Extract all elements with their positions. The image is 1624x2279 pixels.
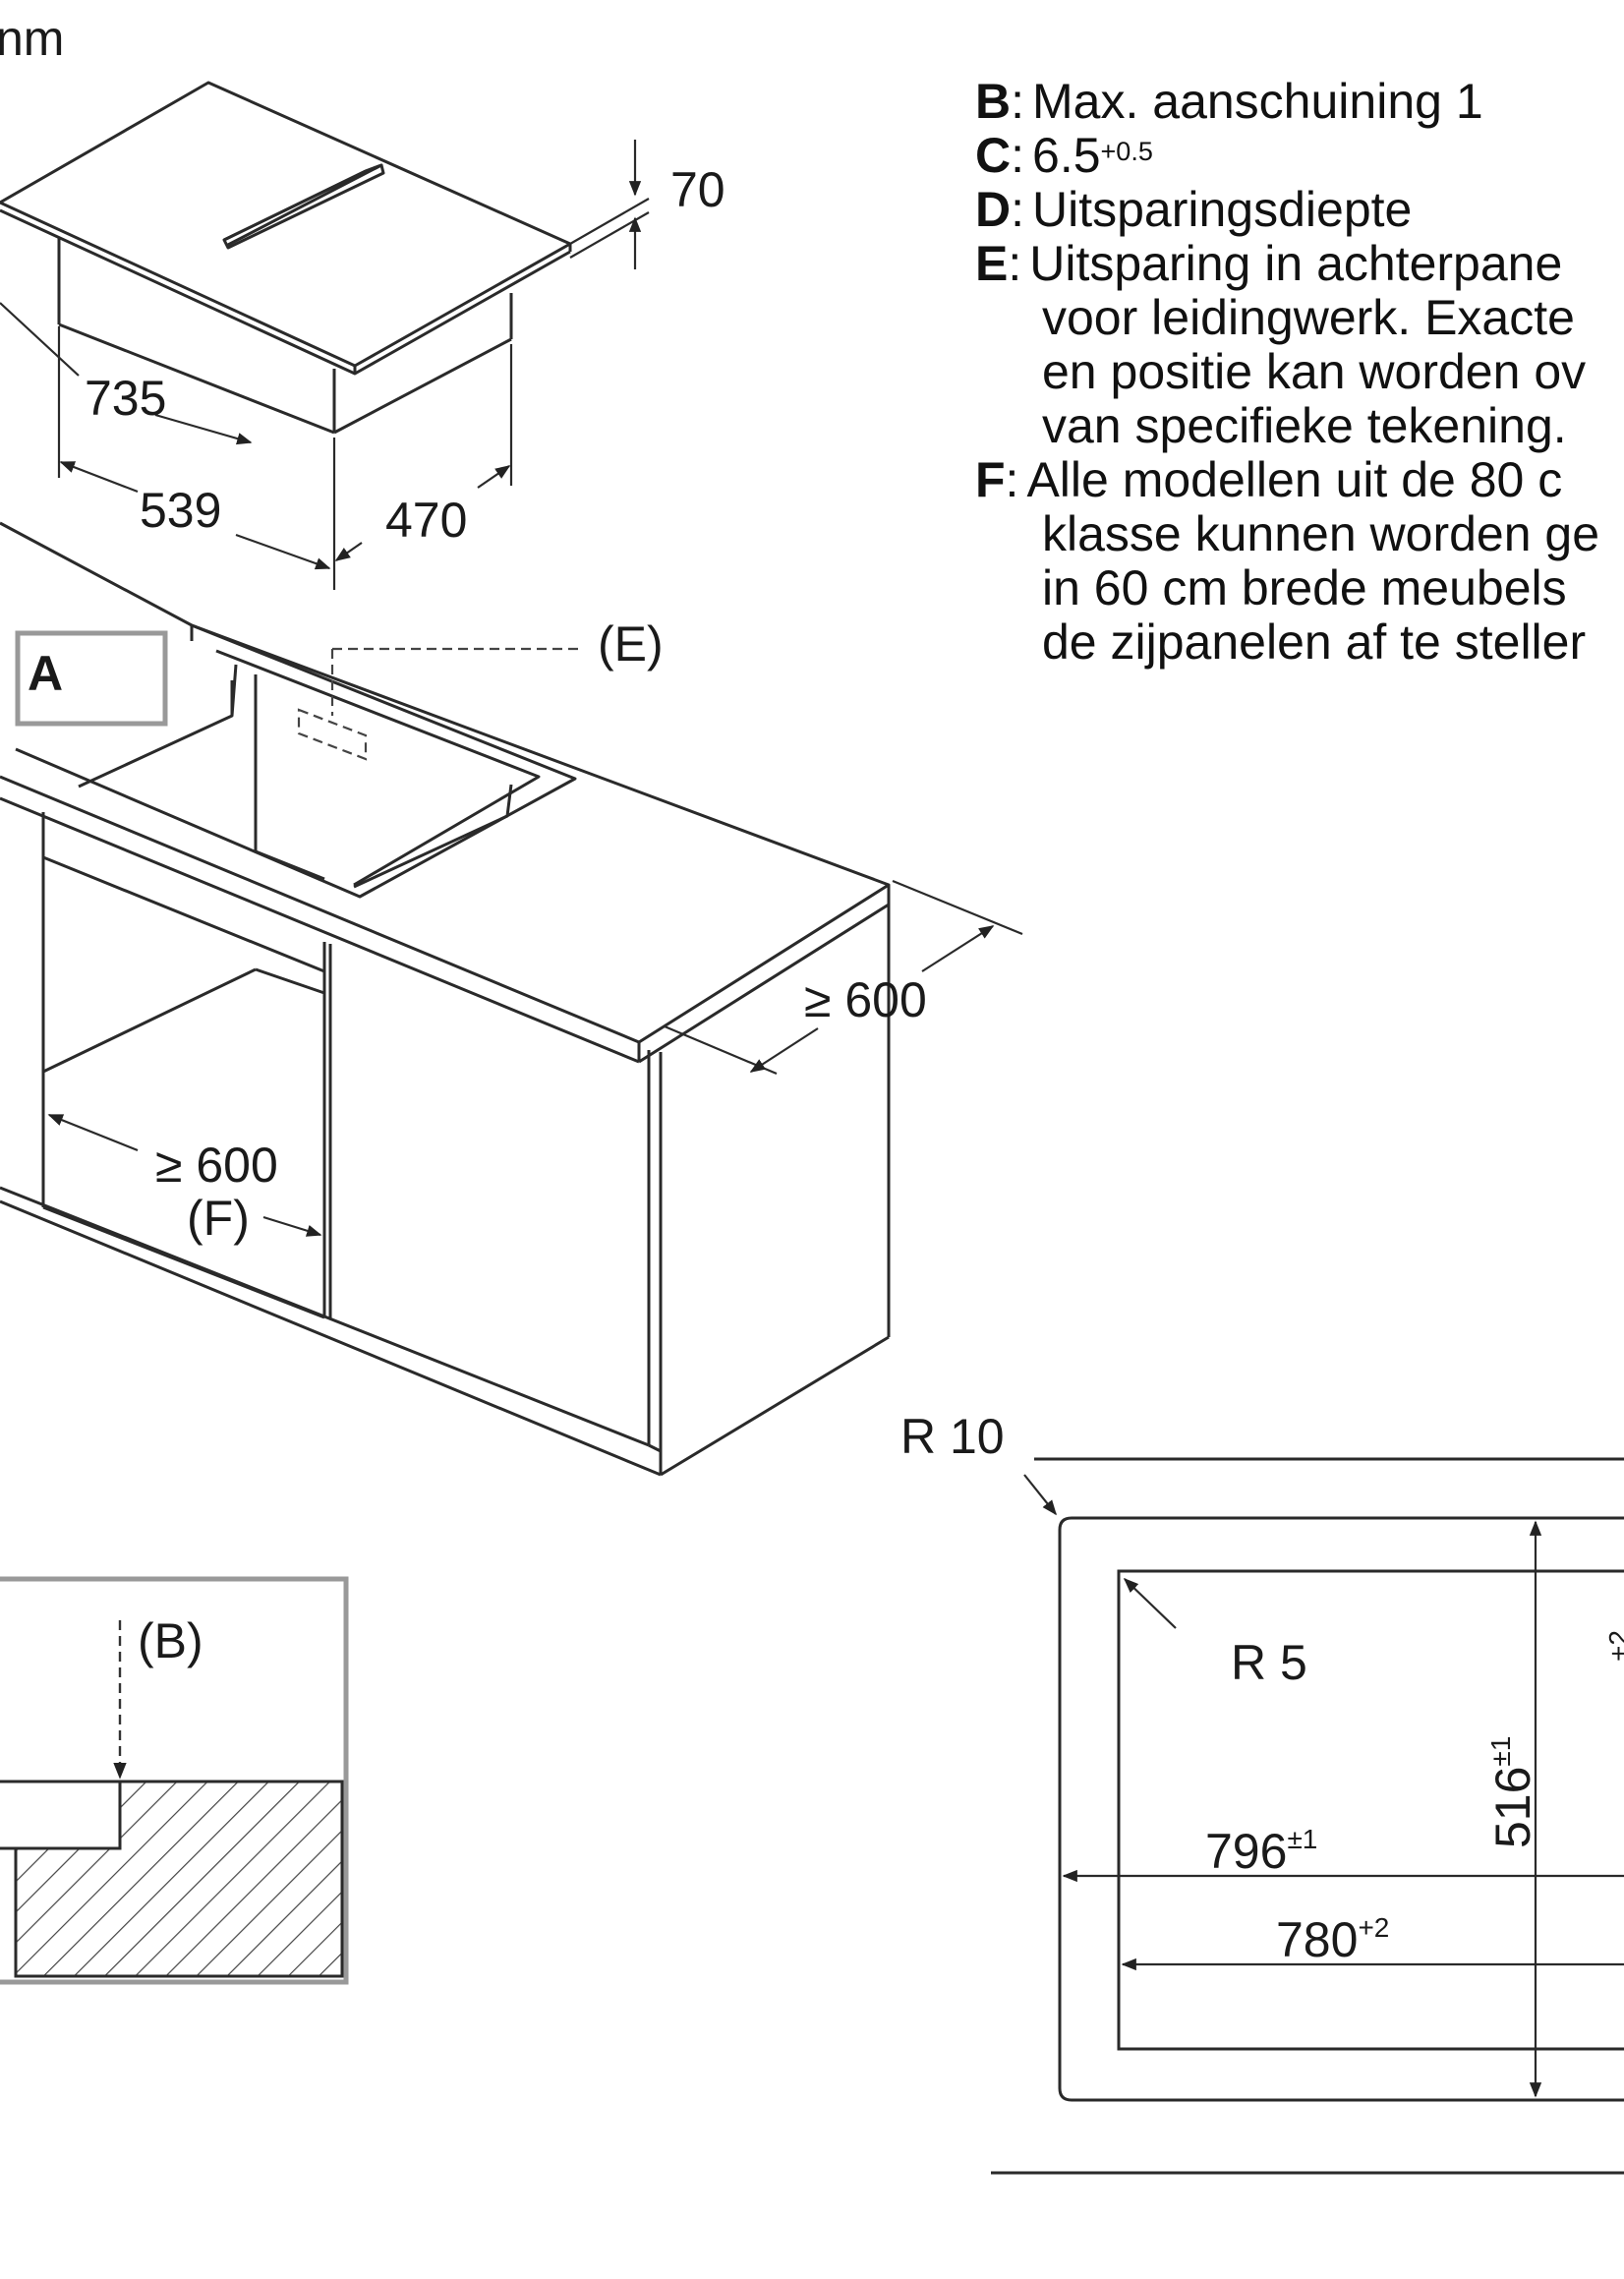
legend-key-d: D xyxy=(975,182,1012,237)
outer-radius-label: R 10 xyxy=(900,1409,1005,1464)
legend-text-f-2: klasse kunnen worden ge xyxy=(1042,506,1600,561)
dim-735-label: 735 xyxy=(85,371,166,426)
cabinet-drawing xyxy=(0,521,891,1477)
ref-f-label: (F) xyxy=(187,1191,250,1246)
legend-sup-c: +0.5 xyxy=(1100,137,1153,166)
legend-text-e-4: van specifieke tekening. xyxy=(1042,398,1567,453)
cutout-plan xyxy=(991,1457,1624,2175)
dim-780-tol: +2 xyxy=(1358,1912,1389,1943)
dim-516-label: 516 xyxy=(1485,1767,1540,1848)
legend-text-b: Max. aanschuining 1 xyxy=(1032,75,1483,129)
legend-key-b: B xyxy=(975,75,1012,129)
depth-min-label: ≥ 600 xyxy=(804,972,927,1027)
detail-b xyxy=(0,1576,349,1985)
legend-text-e-2: voor leidingwerk. Exacte xyxy=(1042,290,1575,345)
legend-item-c: C:6.5+0.5 xyxy=(975,129,1624,183)
legend-text-d: Uitsparingsdiepte xyxy=(1032,182,1413,237)
marker-a: A xyxy=(28,646,63,701)
dim-539-label: 539 xyxy=(140,483,221,538)
dim-516-tol: ±1 xyxy=(1485,1736,1516,1767)
legend-item-e: E:Uitsparing in achterpane xyxy=(975,236,1563,291)
ref-b-label: (B) xyxy=(138,1613,203,1668)
unit-label: nm xyxy=(0,11,64,66)
svg-text:780+2: 780+2 xyxy=(1276,1912,1389,1967)
legend-text-f-1: Alle modellen uit de 80 c xyxy=(1026,452,1563,507)
legend-text-e-1: Uitsparing in achterpane xyxy=(1029,236,1563,291)
dim-780-label: 780 xyxy=(1276,1912,1358,1967)
cutout-dimension-lines xyxy=(1023,1474,1624,2098)
marker-a-box xyxy=(15,630,168,727)
svg-text:796±1: 796±1 xyxy=(1205,1824,1317,1879)
legend-text-c: 6.5 xyxy=(1032,128,1101,183)
legend-key-c: C xyxy=(975,128,1012,183)
dim-796-label: 796 xyxy=(1205,1824,1287,1879)
legend-item-b: B:Max. aanschuining 1 xyxy=(975,75,1483,129)
dim-796-tol: ±1 xyxy=(1287,1824,1317,1854)
dim-470-label: 470 xyxy=(385,493,467,548)
width-min-label: ≥ 600 xyxy=(155,1138,278,1193)
legend-key-f: F xyxy=(975,452,1006,507)
legend-text-e-3: en positie kan worden ov xyxy=(1042,344,1587,399)
legend-key-e: E xyxy=(975,236,1009,291)
dim-right-partial-tol: +2 xyxy=(1603,1630,1624,1662)
svg-text:516±1: 516±1 xyxy=(1485,1736,1540,1848)
ref-e-label: (E) xyxy=(598,616,664,672)
inner-radius-label: R 5 xyxy=(1231,1635,1307,1690)
hob-drawing xyxy=(0,81,572,435)
legend: B:Max. aanschuining 1 C:6.5+0.5 D:Uitspa… xyxy=(975,75,1624,670)
cutout-e-box xyxy=(297,647,584,761)
legend-text-f-4: de zijpanelen af te steller xyxy=(1042,614,1587,670)
legend-item-f: F:Alle modellen uit de 80 c xyxy=(975,452,1563,507)
legend-text-f-3: in 60 cm brede meubels xyxy=(1042,560,1567,615)
cabinet-dimension-lines xyxy=(47,879,1023,1237)
legend-item-d: D:Uitsparingsdiepte xyxy=(975,182,1413,237)
hob-dimension-lines xyxy=(0,140,650,590)
dim-70-label: 70 xyxy=(670,162,725,217)
